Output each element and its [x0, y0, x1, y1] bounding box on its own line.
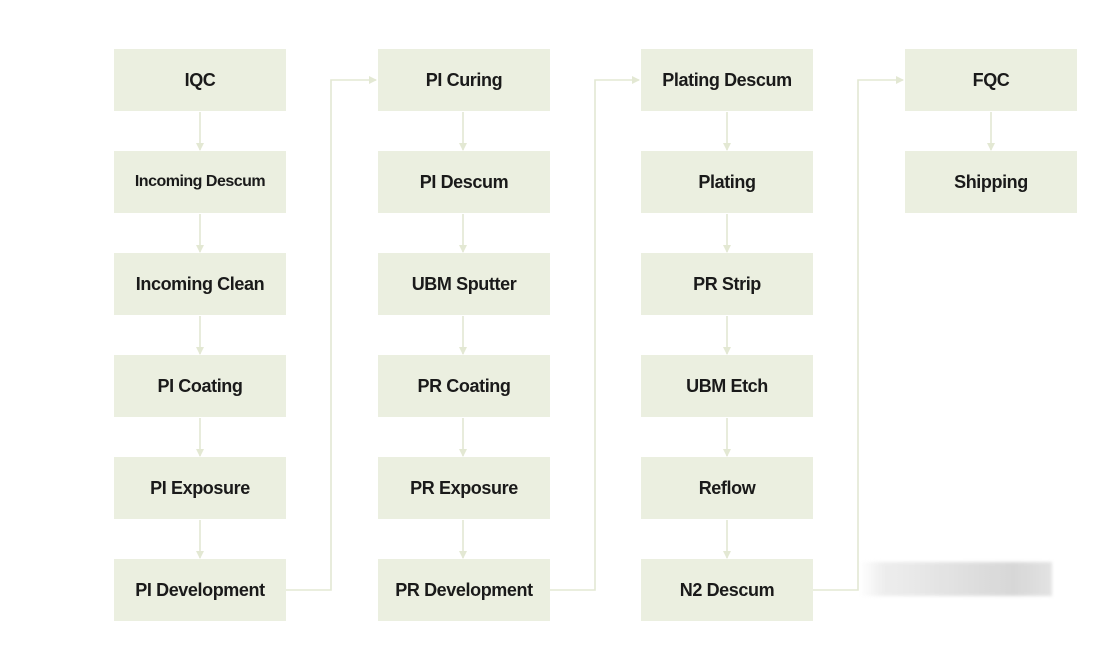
step-shipping: Shipping: [905, 151, 1077, 213]
step-incoming-clean: Incoming Clean: [114, 253, 286, 315]
step-pi-development: PI Development: [114, 559, 286, 621]
step-pr-exposure: PR Exposure: [378, 457, 550, 519]
step-ubm-etch: UBM Etch: [641, 355, 813, 417]
step-pr-strip: PR Strip: [641, 253, 813, 315]
step-pr-coating: PR Coating: [378, 355, 550, 417]
step-plating-descum: Plating Descum: [641, 49, 813, 111]
step-fqc: FQC: [905, 49, 1077, 111]
step-pi-descum: PI Descum: [378, 151, 550, 213]
step-n2-descum: N2 Descum: [641, 559, 813, 621]
blurred-watermark: [860, 562, 1052, 596]
step-pi-exposure: PI Exposure: [114, 457, 286, 519]
step-reflow: Reflow: [641, 457, 813, 519]
connector-c1-to-c2: [286, 76, 377, 591]
step-iqc: IQC: [114, 49, 286, 111]
connector-c2-to-c3: [550, 76, 640, 591]
connector-c3-to-c4: [813, 76, 904, 591]
step-incoming-descum: Incoming Descum: [114, 151, 286, 213]
step-pr-development: PR Development: [378, 559, 550, 621]
step-pi-coating: PI Coating: [114, 355, 286, 417]
step-ubm-sputter: UBM Sputter: [378, 253, 550, 315]
step-plating: Plating: [641, 151, 813, 213]
step-pi-curing: PI Curing: [378, 49, 550, 111]
